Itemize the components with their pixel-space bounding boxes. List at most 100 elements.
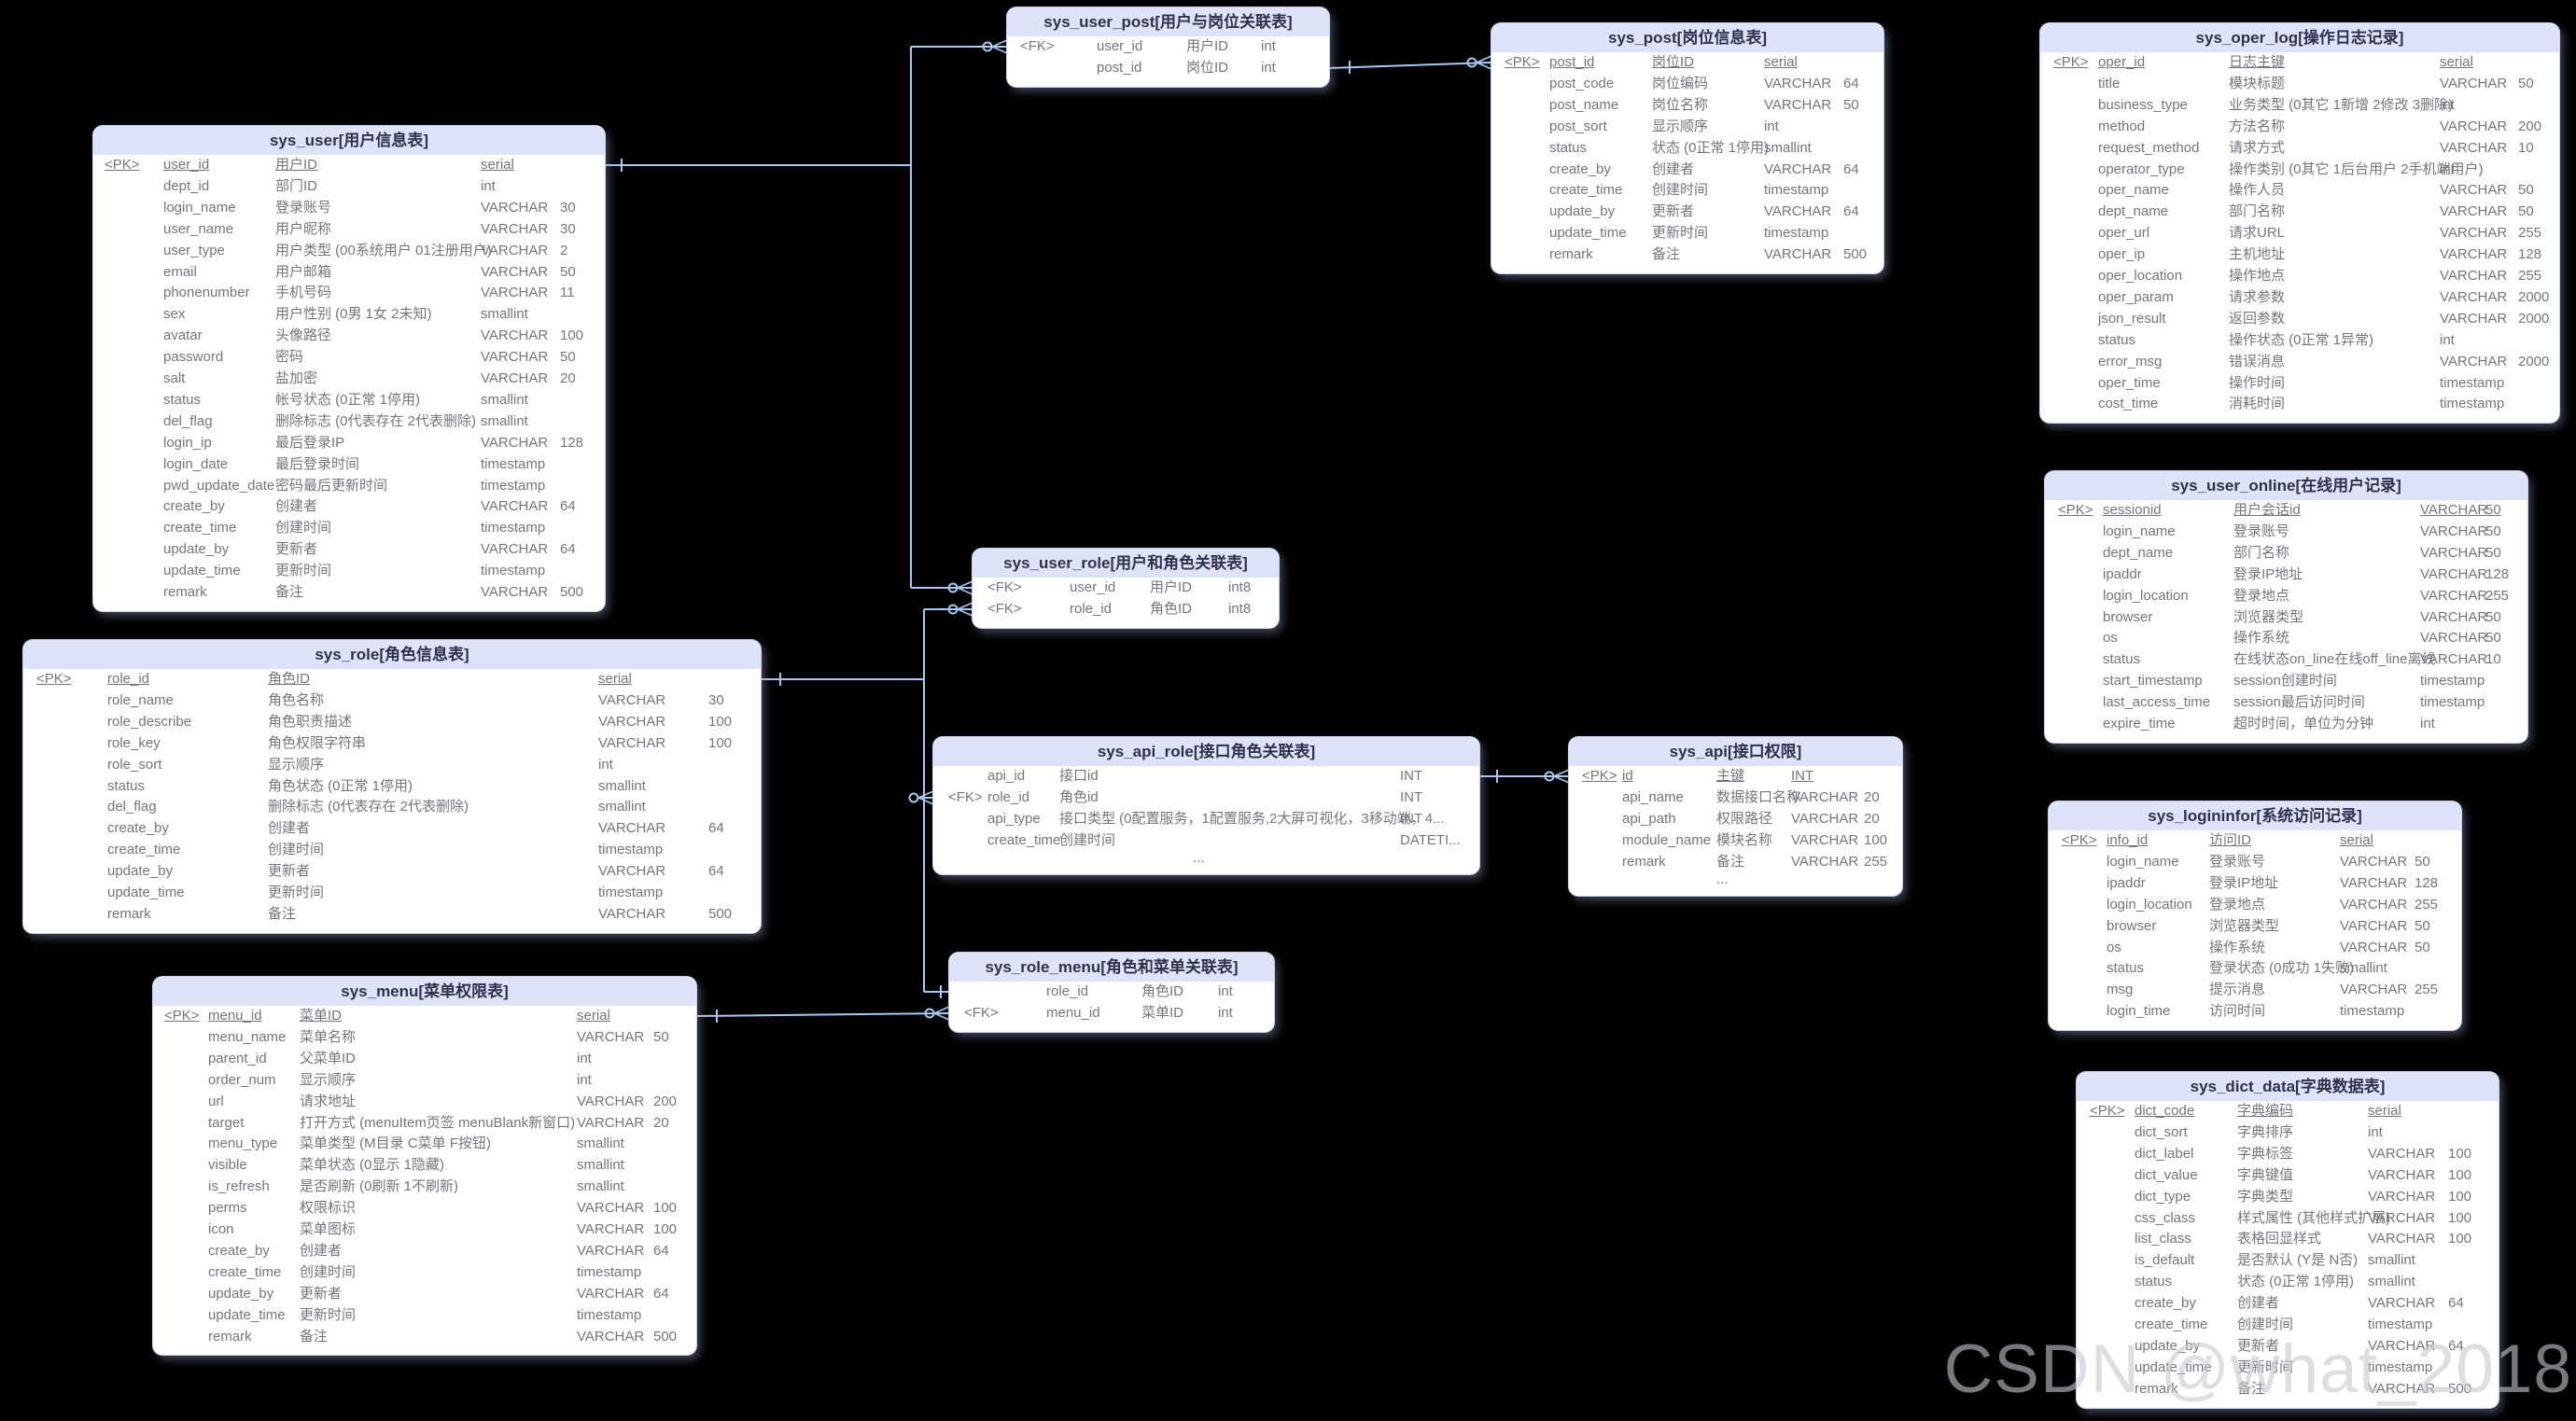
cell-type: timestamp — [1764, 182, 1829, 199]
cell-desc: 更新者 — [275, 541, 318, 558]
cell-desc: 备注 — [300, 1328, 329, 1344]
cell-size: 10 — [2518, 139, 2534, 156]
cell-name: login_ip — [163, 434, 212, 451]
cell-desc: 登录地点 — [2209, 896, 2266, 913]
cell-type: smallint — [481, 412, 528, 429]
cell-name: create_time — [987, 831, 1061, 848]
cell-marker: <PK> — [105, 157, 140, 173]
cell-type: VARCHAR — [481, 584, 549, 600]
cell-desc: 用户昵称 — [275, 220, 332, 237]
cell-type: serial — [598, 671, 632, 687]
cell-desc: 权限标识 — [300, 1200, 357, 1217]
cell-size: 50 — [2485, 630, 2501, 647]
table-title: sys_user_role[用户和角色关联表] — [973, 549, 1279, 578]
cell-name: info_id — [2107, 832, 2149, 848]
cell-type: VARCHAR — [2420, 651, 2488, 668]
cell-desc: 更新时间 — [300, 1306, 357, 1323]
cell-desc: 角色ID — [1141, 983, 1184, 999]
cell-type: VARCHAR — [481, 242, 549, 258]
cell-type: int — [1218, 983, 1233, 999]
cell-name: error_msg — [2098, 353, 2163, 369]
cell-size: 20 — [1864, 810, 1880, 827]
cell-name: status — [163, 391, 202, 408]
cell-name: create_time — [107, 842, 181, 858]
cell-type: smallint — [598, 777, 646, 794]
cell-size: 64 — [653, 1242, 669, 1259]
cell-name: login_location — [2103, 587, 2189, 604]
cell-type: VARCHAR — [1764, 96, 1832, 113]
cell-type: VARCHAR — [2368, 1166, 2436, 1183]
table-title: sys_role[角色信息表] — [23, 640, 761, 669]
cell-desc: 更新时间 — [1652, 225, 1709, 242]
cell-desc: session最后访问时间 — [2233, 694, 2365, 711]
cell-name: remark — [1622, 853, 1666, 870]
cell-type: int — [2420, 716, 2435, 731]
cell-name: role_sort — [107, 756, 162, 773]
cell-size: 500 — [653, 1328, 678, 1344]
cell-desc: 操作类别 (0其它 1后台用户 2手机端用户) — [2229, 160, 2484, 177]
cell-size: 50 — [2485, 544, 2501, 561]
cell-size: 100 — [2448, 1209, 2472, 1226]
cell-name: create_by — [163, 498, 225, 515]
cell-type: smallint — [2340, 960, 2387, 977]
cell-name: email — [163, 263, 197, 280]
cell-type: serial — [577, 1008, 610, 1024]
cell-name: user_name — [163, 220, 234, 237]
cell-name: update_by — [208, 1285, 274, 1302]
cell-desc: 部门名称 — [2233, 544, 2290, 561]
cell-marker: <PK> — [2062, 832, 2097, 848]
cell-desc: 创建时间 — [268, 842, 325, 858]
cell-desc: 提示消息 — [2209, 982, 2266, 998]
cell-desc: 登录IP地址 — [2233, 565, 2303, 582]
cell-type: int — [1261, 59, 1276, 76]
cell-name: parent_id — [208, 1050, 267, 1066]
cell-name: browser — [2103, 608, 2153, 625]
cell-desc: 最后登录IP — [275, 434, 345, 451]
cell-name: id — [1622, 768, 1633, 784]
cell-type: timestamp — [598, 842, 664, 858]
cell-marker: <PK> — [36, 671, 72, 687]
cell-size: 50 — [1843, 96, 1859, 113]
cell-type: VARCHAR — [598, 820, 666, 837]
cell-name: role_id — [107, 671, 150, 687]
cell-type: timestamp — [2420, 673, 2485, 690]
table-ellipsis: ... — [1193, 849, 1205, 866]
cell-name: msg — [2107, 982, 2134, 998]
cell-desc: 删除标志 (0代表存在 2代表删除) — [275, 412, 477, 429]
cell-name: remark — [1549, 246, 1593, 263]
cell-desc: 备注 — [275, 584, 304, 600]
cell-size: 100 — [708, 713, 733, 730]
cell-desc: 接口类型 (0配置服务，1配置服务,2大屏可视化，3移动端，4... — [1059, 810, 1445, 827]
cell-name: status — [107, 777, 146, 794]
cell-size: 64 — [653, 1285, 669, 1302]
